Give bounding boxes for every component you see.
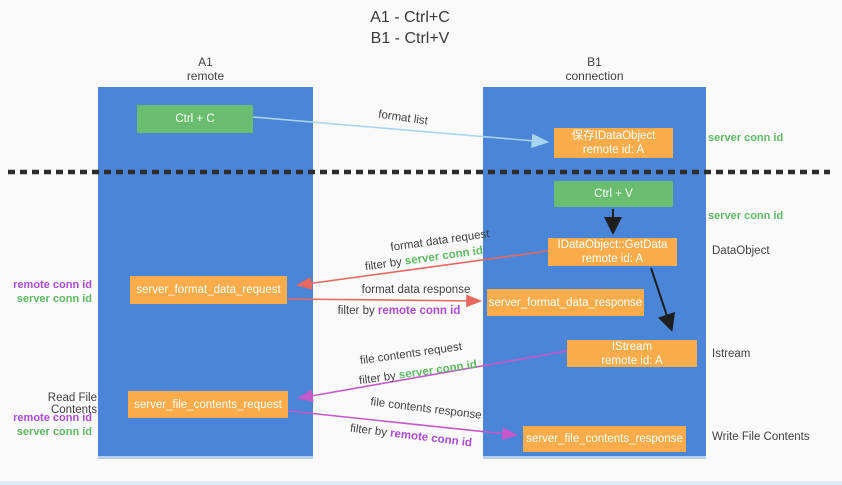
label-filter-prefix: filter by <box>337 305 378 317</box>
label-filter-by-remote-conn-id-2: filter by remote conn id <box>349 423 472 450</box>
node-ctrl-c-label: Ctrl + C <box>175 113 215 125</box>
column-header-a1: A1 remote <box>98 55 313 83</box>
label-istream: Istream <box>712 348 751 360</box>
node-idataobject-getdata-line1: IDataObject::GetData <box>557 239 668 251</box>
column-header-b1: B1 connection <box>483 55 706 83</box>
node-server-file-contents-response-label: server_file_contents_response <box>526 433 683 445</box>
label-group-file-ids: remote conn id server conn id <box>0 411 92 439</box>
bottom-window-edge <box>0 481 842 485</box>
column-a1-subtitle: remote <box>186 69 225 83</box>
node-server-format-data-response: server_format_data_response <box>487 289 644 316</box>
node-server-file-contents-request: server_file_contents_request <box>128 391 288 418</box>
node-server-file-contents-response: server_file_contents_response <box>523 426 686 452</box>
label-read-file-contents: Read File Contents <box>47 392 97 416</box>
node-ctrl-c: Ctrl + C <box>137 105 253 133</box>
node-idataobject-getdata: IDataObject::GetData remote id: A <box>548 238 677 266</box>
label-remote-conn-id-left-2: remote conn id <box>13 412 92 424</box>
diagram-title: A1 - Ctrl+C B1 - Ctrl+V <box>310 7 510 49</box>
label-filter-by-remote-conn-id-1: filter by remote conn id <box>338 305 461 317</box>
node-idataobject-getdata-line2: remote id: A <box>581 253 644 265</box>
label-server-conn-id-mid: server conn id <box>708 210 784 222</box>
node-istream-line2: remote id: A <box>601 354 663 367</box>
node-save-idataobject: 保存IDataObject remote id: A <box>554 128 673 158</box>
label-server-conn-id-left-1: server conn id <box>16 293 92 305</box>
label-server-conn-id-left-2: server conn id <box>16 426 92 438</box>
column-b1-subtitle: connection <box>565 69 624 83</box>
title-line-1: A1 - Ctrl+C <box>370 9 450 26</box>
column-b1-name: B1 <box>587 55 602 69</box>
column-a1-name: A1 <box>198 55 213 69</box>
node-ctrl-v: Ctrl + V <box>554 181 673 207</box>
label-format-list: format list <box>377 108 429 128</box>
node-server-format-data-response-label: server_format_data_response <box>488 296 643 309</box>
label-remote-conn-id: remote conn id <box>377 305 461 317</box>
node-server-format-data-request-label: server_format_data_request <box>136 284 281 296</box>
label-group-format-ids: remote conn id server conn id <box>0 278 92 306</box>
label-remote-conn-id: remote conn id <box>389 427 473 450</box>
label-format-data-response: format data response <box>361 284 471 296</box>
arrow-format-data-response <box>287 294 483 308</box>
node-save-idataobject-line1: 保存IDataObject <box>571 130 656 142</box>
label-filter-prefix: filter by <box>349 422 391 440</box>
node-istream-line1: IStream <box>611 340 653 353</box>
label-server-conn-id-top: server conn id <box>708 132 784 144</box>
label-server-conn-id: server conn id <box>398 358 478 382</box>
title-line-2: B1 - Ctrl+V <box>370 30 450 47</box>
node-server-file-contents-request-label: server_file_contents_request <box>134 398 282 411</box>
node-save-idataobject-line2: remote id: A <box>582 144 645 156</box>
label-filter-prefix: filter by <box>358 369 400 388</box>
label-filter-prefix: filter by <box>364 255 406 274</box>
node-istream: IStream remote id: A <box>567 340 697 367</box>
label-dataobject: DataObject <box>712 245 770 257</box>
label-write-file-contents: Write File Contents <box>712 431 810 443</box>
node-ctrl-v-label: Ctrl + V <box>594 188 633 200</box>
node-server-format-data-request: server_format_data_request <box>130 276 287 304</box>
label-file-contents-response: file contents response <box>369 396 483 422</box>
label-remote-conn-id-left-1: remote conn id <box>13 279 92 291</box>
